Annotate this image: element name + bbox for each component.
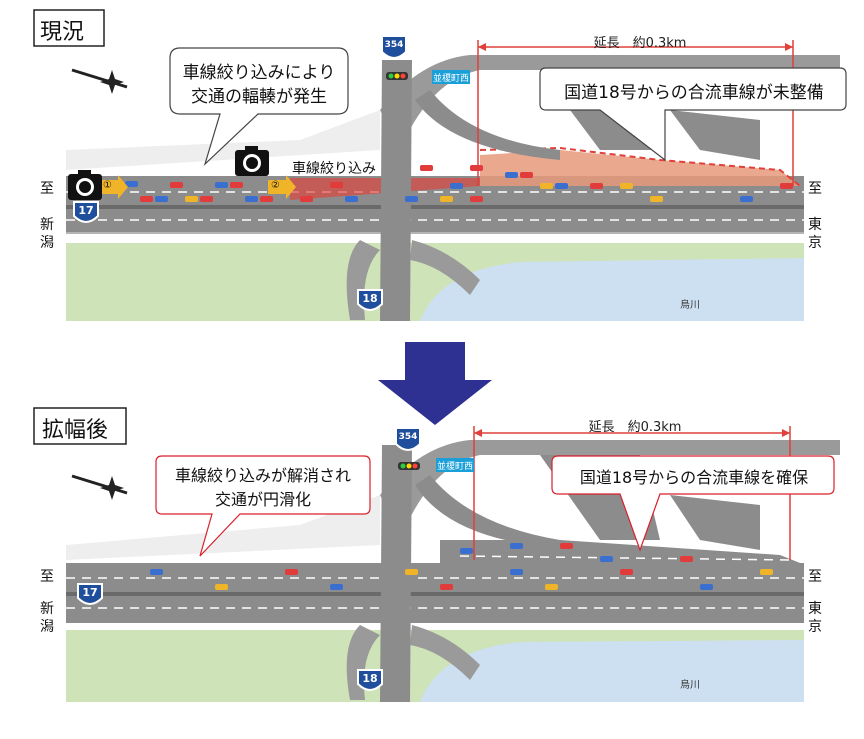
route-17-shield bbox=[73, 201, 99, 223]
right-dest-2: 京 bbox=[808, 619, 822, 635]
right-dest-1: 東 bbox=[808, 601, 822, 617]
river-area bbox=[420, 640, 804, 702]
callout-right bbox=[551, 455, 835, 552]
intersection-sign bbox=[436, 458, 474, 472]
callout-left-text-1: 車線絞り込みにより bbox=[182, 63, 336, 83]
route-18-road bbox=[380, 60, 412, 321]
route-354-shield bbox=[381, 35, 407, 59]
marker-2-label: ② bbox=[271, 180, 280, 191]
marker-arrow-2 bbox=[268, 175, 296, 199]
intersection-sign bbox=[432, 70, 470, 84]
callout-left-text-2: 交通が円滑化 bbox=[214, 490, 311, 509]
route-18-label: 18 bbox=[362, 292, 378, 305]
traffic-signal-icon bbox=[386, 72, 408, 80]
route-17-shield bbox=[77, 583, 103, 605]
title-box bbox=[33, 407, 127, 445]
river-label: 烏川 bbox=[680, 680, 700, 691]
left-dest-1: 新 bbox=[40, 217, 54, 233]
narrowing-label: 車線絞り込み bbox=[292, 161, 376, 177]
title-box bbox=[33, 9, 105, 47]
route-18-shield bbox=[357, 289, 383, 311]
callout-left bbox=[155, 455, 371, 557]
callout-right-text: 国道18号からの合流車線を確保 bbox=[579, 468, 809, 487]
intersection-sign-text: 並榎町西 bbox=[436, 462, 473, 472]
right-dest-2: 京 bbox=[808, 235, 822, 251]
right-to-label: 至 bbox=[808, 569, 822, 585]
length-label: 延長 約0.3km bbox=[588, 420, 682, 435]
route-18-label: 18 bbox=[362, 672, 378, 685]
route-18-shield bbox=[357, 669, 383, 691]
marker-1-label: ① bbox=[103, 180, 112, 191]
transition-arrow bbox=[378, 342, 492, 425]
callout-left-text-1: 車線絞り込みが解消され bbox=[174, 466, 351, 485]
left-dest-2: 潟 bbox=[40, 235, 54, 251]
right-to-label: 至 bbox=[808, 181, 822, 197]
bottom-panel bbox=[33, 407, 840, 702]
route-354-label: 354 bbox=[398, 432, 418, 442]
route-354-shield bbox=[395, 427, 421, 451]
left-to-label: 至 bbox=[40, 569, 54, 585]
vehicles bbox=[150, 543, 773, 590]
north-arrow-icon bbox=[71, 474, 128, 500]
route-17-label: 17 bbox=[78, 204, 94, 217]
page-title-top: 現況 bbox=[40, 20, 85, 45]
callout-left bbox=[169, 47, 349, 166]
left-dest-1: 新 bbox=[40, 601, 54, 617]
page-title-bottom: 拡幅後 bbox=[42, 418, 109, 443]
left-to-label: 至 bbox=[40, 181, 54, 197]
route-17-label: 17 bbox=[82, 586, 98, 599]
river-label: 烏川 bbox=[680, 300, 700, 311]
traffic-signal-icon bbox=[398, 462, 420, 470]
route-18-road bbox=[380, 445, 412, 702]
route-354-label: 354 bbox=[384, 40, 404, 50]
north-arrow-icon bbox=[71, 68, 128, 94]
callout-right bbox=[539, 67, 847, 162]
intersection-sign-text: 並榎町西 bbox=[432, 74, 469, 84]
left-dest-2: 潟 bbox=[40, 619, 54, 635]
river-area bbox=[420, 258, 804, 321]
top-panel bbox=[33, 9, 847, 321]
callout-left-text-2: 交通の輻輳が発生 bbox=[191, 87, 327, 107]
marker-arrow-1 bbox=[100, 175, 128, 199]
callout-right-text: 国道18号からの合流車線が未整備 bbox=[564, 83, 824, 103]
length-label: 延長 約0.3km bbox=[593, 36, 687, 51]
right-dest-1: 東 bbox=[808, 217, 822, 233]
